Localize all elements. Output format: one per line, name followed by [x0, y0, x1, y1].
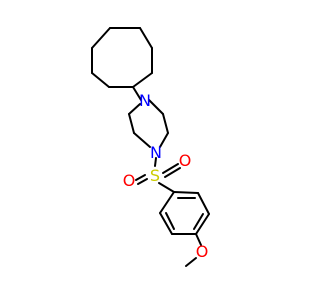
atom-label-o1: O	[179, 151, 192, 170]
bond	[158, 182, 175, 193]
bond	[148, 99, 164, 115]
bond	[193, 213, 204, 230]
bond	[159, 212, 173, 235]
molecule-structure: N N S O O O	[91, 27, 210, 267]
benzene-ring	[159, 191, 210, 235]
bond	[91, 27, 111, 49]
bond	[185, 257, 197, 267]
bond	[128, 113, 135, 134]
atom-label-o3: O	[196, 242, 209, 261]
bond	[137, 178, 148, 185]
bond	[132, 72, 153, 88]
atom-label-s1: S	[150, 166, 160, 185]
bond	[197, 192, 210, 215]
atom-label-o2: O	[123, 171, 136, 190]
bond	[164, 167, 181, 178]
bond	[132, 86, 142, 101]
bond	[159, 132, 169, 148]
bond	[195, 213, 210, 235]
cyclooctane-ring	[91, 27, 153, 88]
bond	[133, 132, 151, 148]
bond	[165, 212, 175, 230]
piperazine-ring	[128, 99, 169, 148]
bond	[162, 163, 179, 174]
bond	[173, 191, 199, 194]
bond	[135, 174, 146, 181]
bond	[91, 72, 110, 88]
bond	[162, 113, 169, 134]
bond	[159, 191, 175, 214]
bond	[139, 27, 153, 49]
atom-label-n2: N	[150, 143, 162, 162]
bond	[154, 157, 157, 167]
bond	[128, 103, 141, 115]
atom-label-n1: N	[139, 91, 151, 110]
bond	[195, 233, 202, 246]
